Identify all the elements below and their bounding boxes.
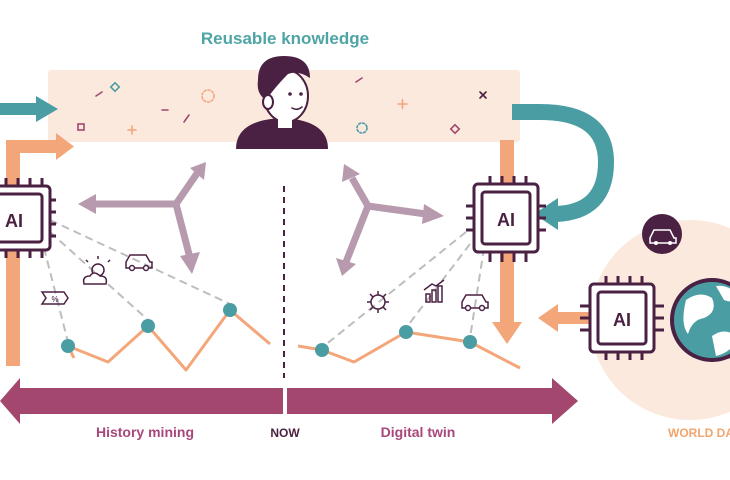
- ai-chip-center: AI: [466, 176, 546, 262]
- ai-chip-label: AI: [613, 310, 631, 330]
- teal-curved-arrow: [512, 104, 615, 230]
- globe-icon: [670, 278, 730, 362]
- car-icon: [461, 294, 489, 312]
- data-connectors-left: [43, 219, 231, 343]
- now-label: NOW: [270, 426, 300, 440]
- ai-chip-world: AI: [580, 276, 664, 360]
- diagram-title: Reusable knowledge: [201, 29, 369, 48]
- data-point: [399, 325, 413, 339]
- car-icon: [125, 254, 153, 272]
- data-point: [463, 335, 477, 349]
- branch-arrows-right: [336, 164, 444, 276]
- digital-twin-label: Digital twin: [381, 424, 456, 440]
- bar-chart-icon: [423, 279, 445, 303]
- history-mining-label: History mining: [96, 424, 194, 440]
- teal-arrow-left: [0, 96, 58, 122]
- data-point: [223, 303, 237, 317]
- twin-line-chart: [297, 325, 521, 370]
- car-icon: [642, 214, 682, 254]
- svg-text:%: %: [51, 295, 58, 304]
- data-point: [141, 319, 155, 333]
- person-icon: [236, 56, 328, 149]
- timeline-arrow: [0, 378, 578, 424]
- discount-tag-icon: %: [40, 291, 69, 305]
- data-point: [315, 343, 329, 357]
- history-line-chart: [61, 303, 271, 372]
- ai-chip-left: AI: [0, 178, 56, 258]
- world-data-label: WORLD DATA: [668, 426, 730, 440]
- virus-icon: [367, 291, 389, 313]
- ai-chip-label: AI: [5, 211, 23, 231]
- branch-arrows-left: [78, 162, 206, 274]
- ai-chip-label: AI: [497, 210, 515, 230]
- data-point: [61, 339, 75, 353]
- world-data-circle: [590, 220, 730, 420]
- sun-cloud-icon: [82, 256, 111, 285]
- peach-arrow-world: [538, 304, 590, 332]
- confetti-decoration: [77, 77, 487, 135]
